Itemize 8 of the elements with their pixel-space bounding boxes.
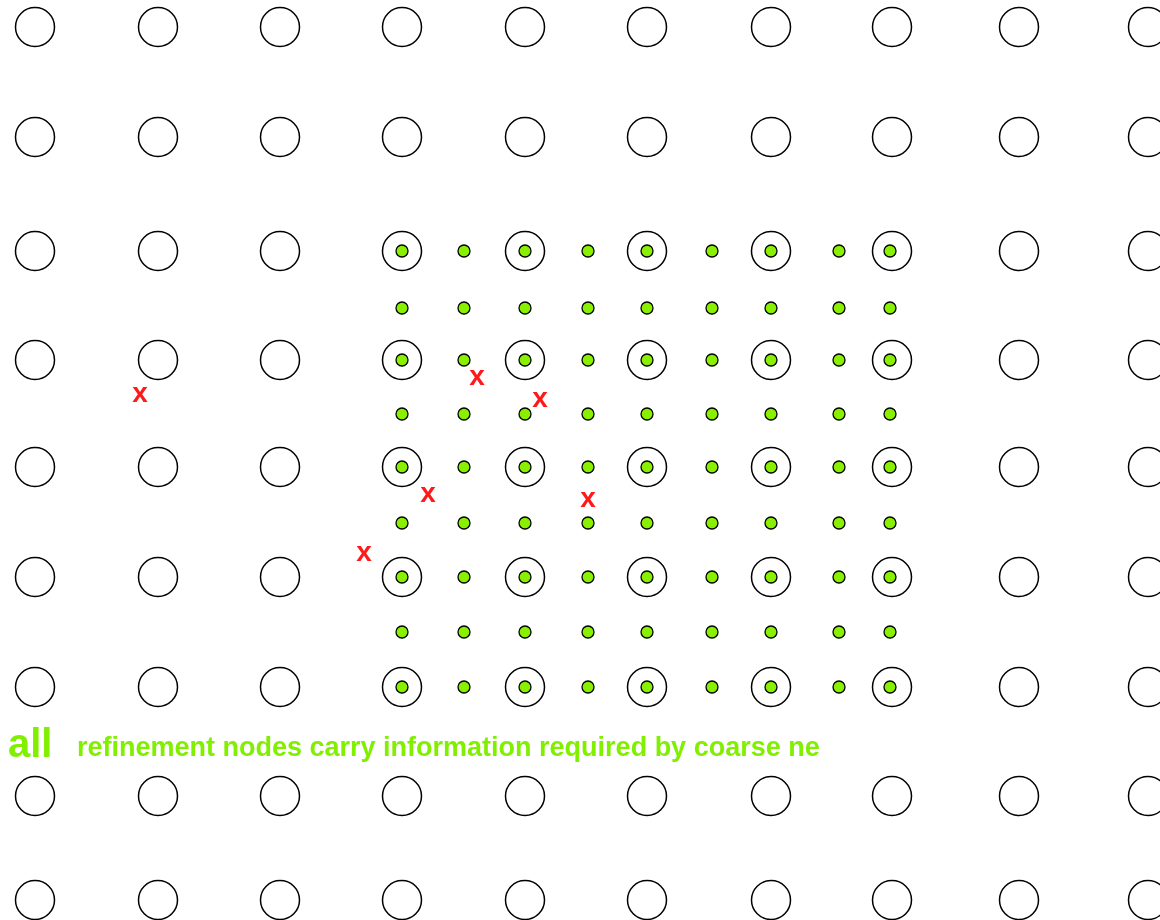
- cross-mark: x: [356, 538, 372, 566]
- cross-mark: x: [132, 379, 148, 407]
- cross-mark: x: [580, 484, 596, 512]
- caption-text: all: [8, 723, 53, 763]
- caption-text: refinement nodes carry information required by coarse ne: [77, 733, 820, 761]
- cross-mark: x: [469, 362, 485, 390]
- cross-mark: x: [420, 479, 436, 507]
- cross-mark: x: [532, 384, 548, 412]
